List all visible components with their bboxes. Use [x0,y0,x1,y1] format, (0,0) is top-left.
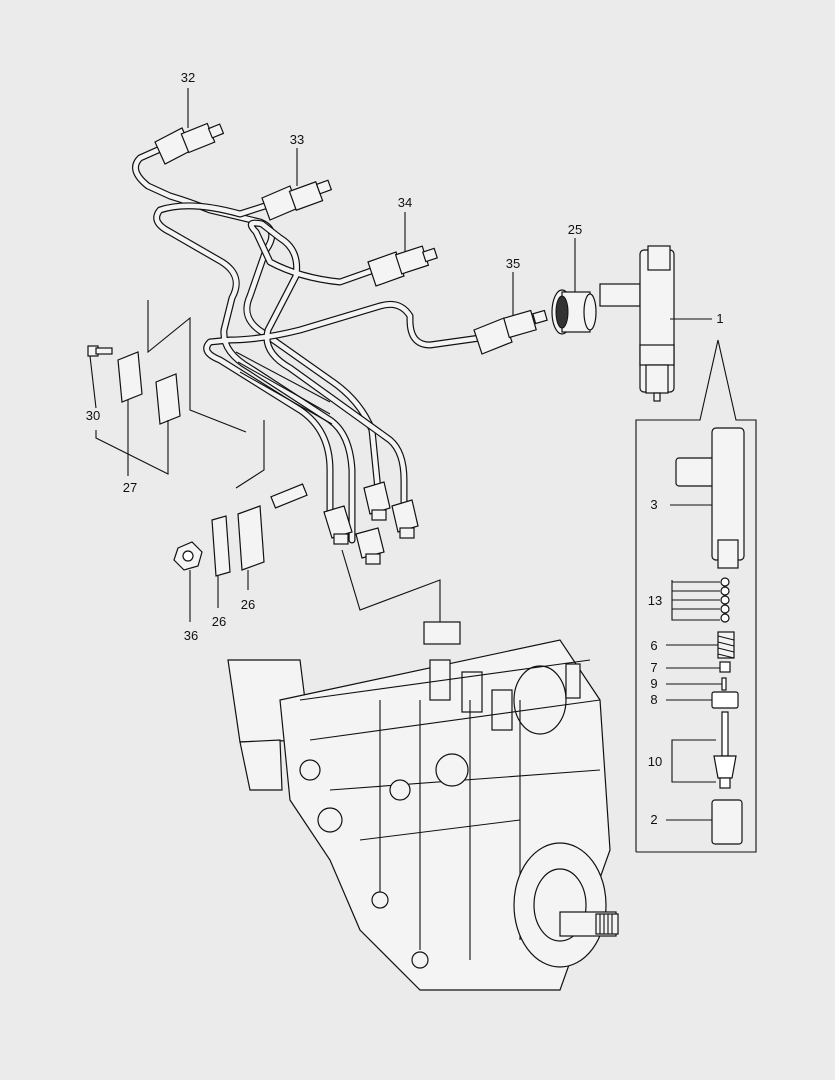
injection-pump [227,621,619,991]
seal-part-25 [551,289,597,335]
label-6: 6 [650,638,657,653]
pipe-nut-33 [261,179,333,221]
label-26-left: 26 [212,614,226,629]
label-10: 10 [648,754,662,769]
label-9: 9 [650,676,657,691]
injector-detail-box [635,339,757,853]
label-7: 7 [650,660,657,675]
label-25: 25 [568,222,582,237]
pin-part-9 [721,677,727,691]
part-7 [719,661,731,673]
label-33: 33 [290,132,304,147]
clamp-part-26 [211,505,265,577]
nut-part-36 [173,541,203,571]
injection-pipes [132,146,484,544]
label-30: 30 [86,408,100,423]
nut-part-2 [711,799,743,845]
bolt-part-30 [87,345,113,357]
label-34: 34 [398,195,412,210]
label-1: 1 [716,311,723,326]
pipe-nut-34 [367,245,439,287]
nozzle-part-10 [713,711,737,789]
label-2: 2 [650,812,657,827]
pump-guide-line [341,549,441,640]
stud-part [270,483,308,509]
label-35: 35 [506,256,520,271]
label-36: 36 [184,628,198,643]
callout-labels: 32 33 34 35 25 1 30 27 3 13 6 7 9 8 10 2… [86,70,724,827]
label-27: 27 [123,480,137,495]
label-32: 32 [181,70,195,85]
clamp-part-27 [117,351,181,425]
label-13: 13 [648,593,662,608]
label-3: 3 [650,497,657,512]
label-8: 8 [650,692,657,707]
spring-part-6 [717,631,735,659]
leader-lines [89,88,722,821]
part-8 [711,691,739,709]
pipe-nut-32 [154,122,225,165]
pipe-nut-bottom [323,481,419,565]
mid-guide-line [235,420,265,489]
clamp-guide-line [147,300,247,433]
label-26-right: 26 [241,597,255,612]
washer-stack-13 [720,577,730,623]
pipe-nut-35 [473,309,548,355]
injector-part-1 [599,245,675,402]
